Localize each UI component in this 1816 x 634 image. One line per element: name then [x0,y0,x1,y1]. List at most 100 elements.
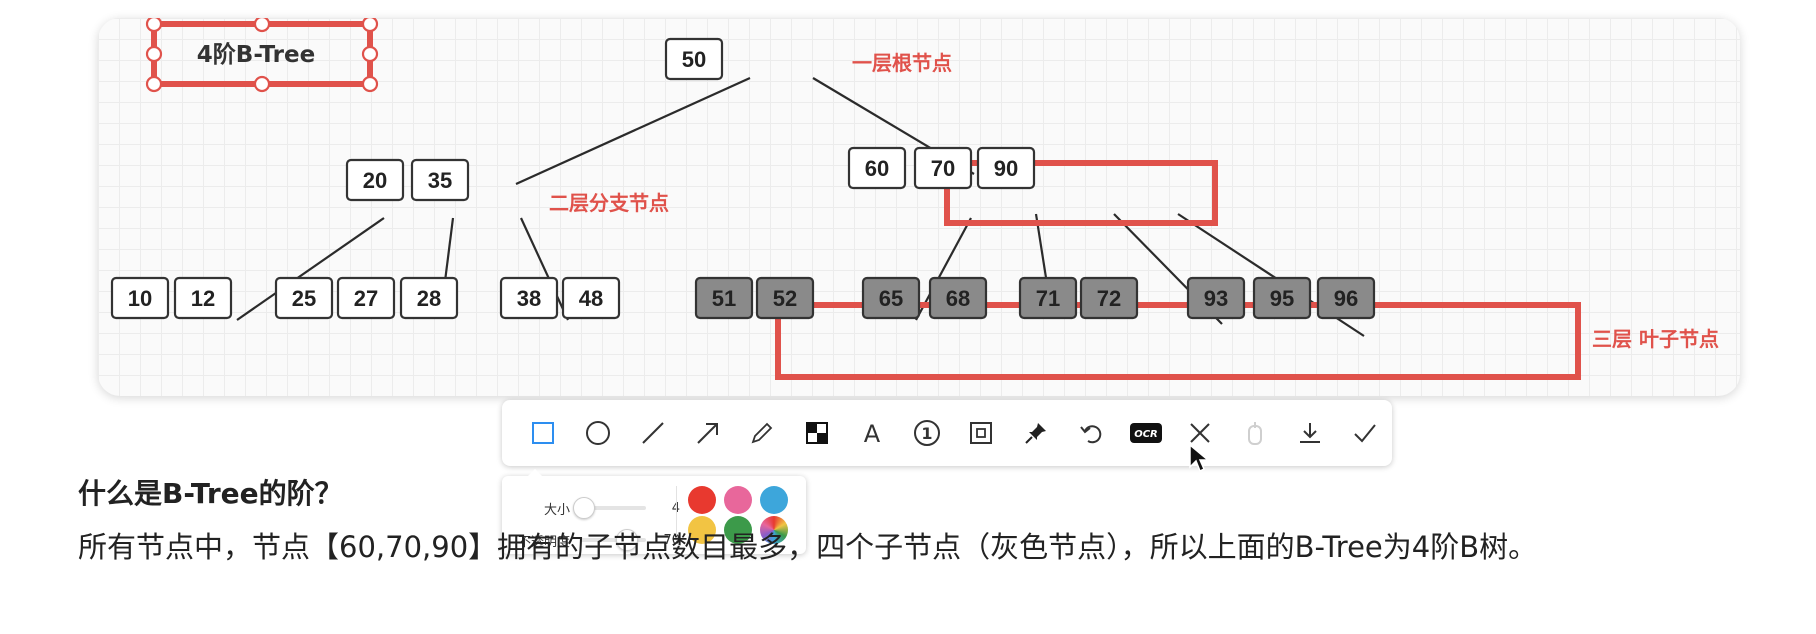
resize-handle-ne[interactable] [361,18,379,33]
tree-node-27: 27 [336,276,396,320]
resize-handle-n[interactable] [253,18,271,33]
pencil-icon [751,422,773,444]
confirm-icon [1353,424,1376,443]
tree-node-value: 71 [1036,286,1060,311]
size-label: 大小 [543,502,570,518]
confirm-button[interactable] [1337,413,1392,453]
ellipse-tool-button[interactable] [571,413,626,453]
tree-node-48: 48 [561,276,621,320]
tree-node-value: 65 [879,286,903,311]
tree-node-72: 72 [1079,276,1139,320]
tree-node-value: 20 [363,168,387,193]
title-selection[interactable]: 4阶B-Tree [145,18,379,93]
color-picker-multicolor[interactable] [760,516,788,544]
tree-node-10: 10 [110,276,170,320]
close-button[interactable] [1173,413,1228,453]
tree-node-68: 68 [928,276,988,320]
color-swatch-green[interactable] [724,516,752,544]
arrow-tool-button[interactable] [680,413,735,453]
highlight-leaf-level [775,302,1581,380]
save-button-disabled[interactable] [1228,413,1283,453]
edge-35-leaf3 [520,217,569,321]
opacity-row: 不透明度 70 [502,528,680,552]
tree-node-70: 70 [913,146,973,190]
rectangle-icon [532,422,555,444]
panel-divider [676,486,677,544]
download-icon [1299,423,1320,443]
tree-node-value: 10 [128,286,152,311]
tree-node-value: 38 [517,286,541,311]
tree-node-20: 20 [345,158,405,202]
rectangle-tool-button[interactable] [516,413,571,453]
size-value: 4 [652,501,680,516]
tree-node-28: 28 [399,276,459,320]
ellipse-icon [586,421,611,445]
svg-text:A: A [864,420,881,446]
tree-node-value: 51 [712,286,736,311]
color-swatch-yellow[interactable] [688,516,716,544]
frame-icon [970,422,993,444]
undo-icon [1080,425,1102,444]
undo-button[interactable] [1064,413,1119,453]
mosaic-tool-button[interactable] [790,413,845,453]
label-level2: 二层分支节点 [549,191,669,215]
edge-root-left [515,76,751,186]
tree-node-52: 52 [755,276,815,320]
tree-node-38: 38 [499,276,559,320]
svg-text:1: 1 [921,424,932,443]
opacity-label: 不透明度 [517,534,570,550]
ocr-button[interactable]: OCR [1118,413,1173,453]
tree-node-95: 95 [1252,276,1312,320]
mosaic-icon [806,422,829,444]
frame-tool-button[interactable] [954,413,1009,453]
resize-handle-nw[interactable] [145,18,163,33]
resize-handle-se[interactable] [361,75,379,93]
pin-button[interactable] [1009,413,1064,453]
resize-handle-sw[interactable] [145,75,163,93]
tree-node-value: 25 [292,286,316,311]
line-icon [642,422,664,444]
tree-node-90: 90 [976,146,1036,190]
section-heading: 什么是B-Tree的阶？ [78,477,343,510]
tree-node-51: 51 [694,276,754,320]
save-disabled-icon [1248,422,1263,445]
tree-node-60: 60 [847,146,907,190]
tree-node-value: 52 [773,286,797,311]
edge-20-leaf1 [236,217,385,321]
resize-handle-s[interactable] [253,75,271,93]
opacity-value: 70 [663,532,680,548]
line-tool-button[interactable] [626,413,681,453]
tree-node-93: 93 [1186,276,1246,320]
panel-caret [528,469,542,476]
size-slider[interactable] [572,497,646,519]
color-swatch-blue[interactable] [760,486,788,514]
tree-node-value: 48 [579,286,603,311]
opacity-slider[interactable] [580,529,646,551]
tree-node-value: 72 [1097,286,1121,311]
highlight-branch-node [944,160,1218,226]
resize-handle-w[interactable] [145,45,163,63]
tree-node-35: 35 [410,158,470,202]
tree-node-25: 25 [274,276,334,320]
serial-number-tool-button[interactable]: 1 [899,413,954,453]
download-button[interactable] [1283,413,1338,453]
opacity-slider-thumb[interactable] [616,529,639,551]
section-paragraph: 所有节点中，节点【60,70,90】拥有的子节点数目最多，四个子节点（灰色节点）… [78,530,1538,564]
resize-handle-e[interactable] [361,45,379,63]
text-tool-button[interactable]: A [845,413,900,453]
annotation-toolbar: A 1 OCR [502,400,1392,466]
tree-node-value: 95 [1270,286,1294,311]
tree-node-value: 96 [1334,286,1358,311]
size-slider-thumb[interactable] [572,497,595,519]
tree-node-value: 90 [994,156,1018,181]
color-swatch-pink[interactable] [724,486,752,514]
tree-node-value: 35 [428,168,452,193]
color-swatch-red[interactable] [688,486,716,514]
size-row: 大小 4 [502,496,680,520]
close-icon [1190,423,1211,443]
label-level3: 三层 叶子节点 [1592,327,1719,351]
tree-node-value: 68 [946,286,970,311]
pencil-tool-button[interactable] [735,413,790,453]
